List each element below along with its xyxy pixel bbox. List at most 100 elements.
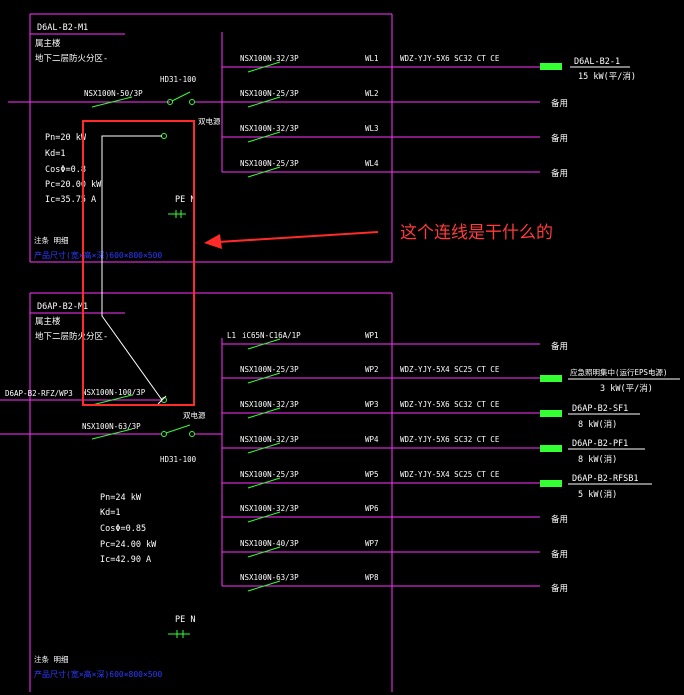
panel-1-circuit-1-id: WL2	[365, 89, 379, 98]
panel-2-dim-note: 产品尺寸(宽×高×深)600×800×500	[34, 669, 162, 679]
panel-2-circuit-1-dest: 应急照明集中(运行EPS电源)	[570, 367, 668, 377]
panel-2-circuit-2-id: WP3	[365, 400, 379, 409]
panel-1-circuit-3-breaker: NSX100N-25/3P	[240, 159, 299, 168]
panel-2-incoming-source: D6AP-B2-RFZ/WP3	[5, 389, 73, 398]
panel-2-circuit-4-cable: WDZ-YJY-5X4 SC25 CT CE	[400, 470, 500, 479]
panel-2-isolator: HD31-100	[160, 455, 197, 464]
panel-2-circuit-0-dest: 备用	[551, 341, 568, 352]
panel-2-circuit-0-phase: L1	[227, 331, 236, 340]
annotation-question: 这个连线是干什么的	[400, 223, 553, 243]
panel-2-incoming-breaker: NSX100N-100/3P	[82, 388, 146, 397]
annotation: 这个连线是干什么的	[82, 120, 553, 406]
panel-2-circuit-3-dest: D6AP-B2-PF1	[572, 439, 628, 449]
panel-1-standby-contact	[161, 133, 167, 139]
panel-2-circuit-5-breaker: NSX100N-32/3P	[240, 504, 299, 513]
panel-1-param-0: Pn=20 kW	[45, 133, 87, 143]
panel-2-circuit-1-cable: WDZ-YJY-5X4 SC25 CT CE	[400, 365, 500, 374]
panel-1-location: 地下二层防火分区-	[35, 53, 108, 64]
panel-2-param-1: Kd=1	[100, 508, 120, 518]
panel-1-circuit-3: NSX100N-25/3P WL4 备用	[222, 159, 568, 179]
panel-2-incoming-breaker-2: NSX100N-63/3P	[82, 422, 141, 431]
panel-1-circuit-1-dest: 备用	[551, 98, 568, 109]
panel-2-param-0: Pn=24 kW	[100, 493, 142, 503]
panel-1-isolator-contact-b	[189, 99, 195, 105]
panel-2-circuit-3: NSX100N-32/3P WP4 WDZ-YJY-5X6 SC32 CT CE…	[222, 435, 645, 465]
panel-1-circuit-0-load-box	[540, 63, 562, 70]
panel-2-circuit-2-cable: WDZ-YJY-5X6 SC32 CT CE	[400, 400, 500, 409]
panel-2-circuit-3-cable: WDZ-YJY-5X6 SC32 CT CE	[400, 435, 500, 444]
panel-2-circuit-4-power: 5 kW(消)	[578, 489, 617, 500]
panel-2-circuit-1-power: 3 kW(平/消)	[600, 383, 653, 394]
panel-2-circuit-7-id: WP8	[365, 573, 379, 582]
panel-2-param-2: CosΦ=0.85	[100, 524, 146, 534]
panel-2-circuit-5: NSX100N-32/3P WP6 备用	[222, 504, 568, 525]
panel-2-circuit-5-id: WP6	[365, 504, 379, 513]
panel-1-circuit-0-breaker: NSX100N-32/3P	[240, 54, 299, 63]
panel-2-circuit-6-breaker: NSX100N-40/3P	[240, 539, 299, 548]
panel-1-circuit-3-dest: 备用	[551, 168, 568, 179]
panel-1-circuit-0-power: 15 kW(平/消)	[578, 71, 636, 82]
panel-1-circuit-0-dest: D6AL-B2-1	[574, 57, 620, 67]
panel-1-circuit-0: NSX100N-32/3P WL1 WDZ-YJY-5X6 SC32 CT CE…	[222, 54, 636, 82]
panel-1-isolator: HD31-100	[160, 75, 197, 84]
panel-2-pe-label: PE N	[175, 615, 195, 625]
panel-1-dual-label: 双电源	[198, 116, 221, 126]
panel-2-circuit-4-id: WP5	[365, 470, 379, 479]
panel-2-circuit-4-dest: D6AP-B2-RFSB1	[572, 474, 639, 484]
panel-1-circuit-2-id: WL3	[365, 124, 379, 133]
panel-2-circuit-0-id: WP1	[365, 331, 379, 340]
panel-2-circuit-0: L1 iC65N-C16A/1P WP1 备用	[222, 331, 568, 352]
panel-1-param-4: Ic=35.75 A	[45, 195, 96, 205]
panel-1-note: 注条 明细	[34, 235, 69, 245]
panel-2-circuit-2-power: 8 kW(消)	[578, 419, 617, 430]
panel-2-note: 注条 明细	[34, 654, 69, 664]
panel-1-incoming-breaker: NSX100N-50/3P	[84, 89, 143, 98]
panel-1-circuit-2-breaker: NSX100N-32/3P	[240, 124, 299, 133]
annotation-arrow-head	[204, 234, 222, 249]
panel-1-pe-label: PE N	[175, 195, 195, 205]
panel-1-isolator-contact-a	[167, 99, 173, 105]
panel-2-circuit-2: NSX100N-32/3P WP3 WDZ-YJY-5X6 SC32 CT CE…	[222, 400, 640, 430]
highlight-box	[82, 120, 195, 406]
panel-2-param-3: Pc=24.00 kW	[100, 540, 157, 550]
panel-2-circuit-0-breaker: iC65N-C16A/1P	[242, 331, 301, 340]
panel-2-circuit-7-dest: 备用	[551, 583, 568, 594]
panel-1-circuit-2: NSX100N-32/3P WL3 备用	[222, 124, 568, 144]
panel-2-name: D6AP-B2-M1	[37, 302, 88, 312]
panel-2-circuit-7-breaker: NSX100N-63/3P	[240, 573, 299, 582]
panel-2-circuit-4-breaker: NSX100N-25/3P	[240, 470, 299, 479]
panel-1-param-2: CosΦ=0.8	[45, 165, 86, 175]
panel-1-isolator-blade	[171, 91, 191, 102]
panel-2-model: 属主楼	[35, 316, 61, 327]
panel-1: D6AL-B2-M1 属主楼 地下二层防火分区- NSX100N-50/3P H…	[8, 13, 636, 263]
panel-2-dual-label: 双电源	[183, 410, 206, 420]
panel-2-circuit-3-id: WP4	[365, 435, 379, 444]
panel-2-param-4: Ic=42.90 A	[100, 555, 151, 565]
panel-1-circuit-3-id: WL4	[365, 159, 379, 168]
panel-2-circuit-4: NSX100N-25/3P WP5 WDZ-YJY-5X4 SC25 CT CE…	[222, 470, 652, 500]
panel-1-name: D6AL-B2-M1	[37, 23, 88, 33]
panel-1-circuit-0-breaker-symbol	[247, 61, 281, 73]
panel-1-incoming-breaker-symbol	[91, 96, 133, 108]
panel-2-circuit-3-power: 8 kW(消)	[578, 454, 617, 465]
panel-2-circuit-1-breaker: NSX100N-25/3P	[240, 365, 299, 374]
panel-1-circuit-0-cable: WDZ-YJY-5X6 SC32 CT CE	[400, 54, 500, 63]
panel-1-dim-note: 产品尺寸(宽×高×深)600×800×500	[34, 250, 162, 260]
panel-1-param-1: Kd=1	[45, 149, 65, 159]
panel-2-location: 地下二层防火分区-	[35, 331, 108, 342]
annotation-arrow-shaft	[217, 231, 379, 243]
panel-2-circuit-1-id: WP2	[365, 365, 379, 374]
panel-2-circuit-2-dest: D6AP-B2-SF1	[572, 404, 628, 414]
panel-1-circuit-0-id: WL1	[365, 54, 379, 63]
panel-2-circuit-5-dest: 备用	[551, 514, 568, 525]
panel-1-circuit-1-breaker: NSX100N-25/3P	[240, 89, 299, 98]
panel-2-circuit-6-id: WP7	[365, 539, 379, 548]
panel-2: D6AP-B2-M1 属主楼 地下二层防火分区- D6AP-B2-RFZ/WP3…	[0, 135, 680, 692]
panel-1-circuit-2-dest: 备用	[551, 133, 568, 144]
panel-2-circuit-3-breaker: NSX100N-32/3P	[240, 435, 299, 444]
interlock-link-wire	[101, 135, 163, 401]
panel-2-circuit-6: NSX100N-40/3P WP7 备用	[222, 539, 568, 560]
panel-2-circuit-1-load-box	[540, 375, 562, 382]
panel-1-param-3: Pc=20.00 kW	[45, 180, 102, 190]
